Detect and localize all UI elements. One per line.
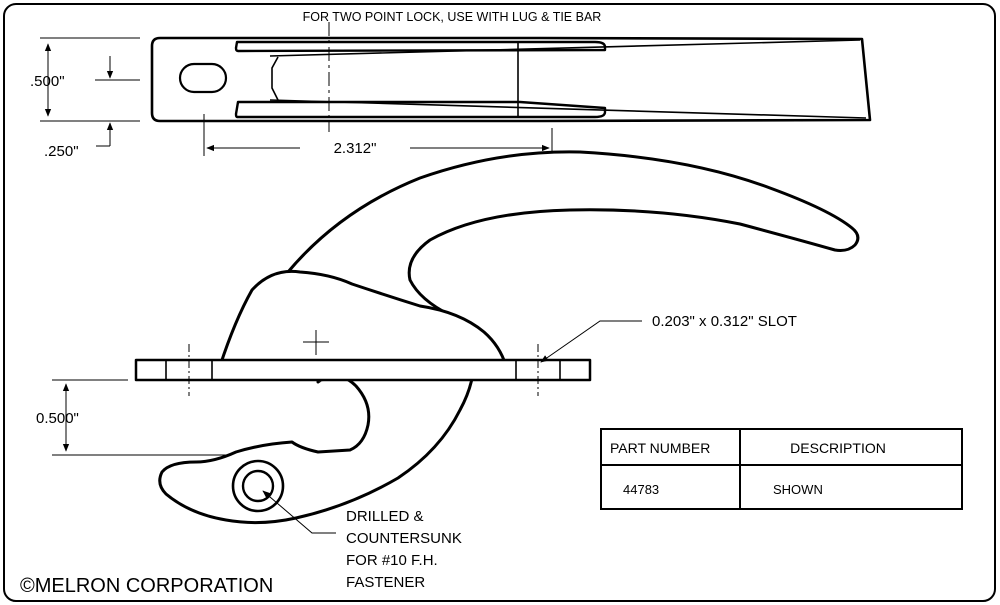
side-view-latch — [134, 150, 860, 525]
top-view-handle — [150, 36, 872, 123]
drilled-callout: DRILLED & COUNTERSUNK FOR #10 F.H. FASTE… — [262, 490, 462, 591]
table-cell-part-number: 44783 — [623, 482, 659, 497]
top-slot — [178, 62, 228, 94]
slot-callout-label: 0.203" x 0.312" SLOT — [652, 313, 797, 330]
drilled-line-1: DRILLED & — [346, 508, 424, 525]
copyright-text: ©MELRON CORPORATION — [20, 575, 273, 597]
offset-0500-label: 0.500" — [36, 410, 79, 427]
length-2312-label: 2.312" — [334, 140, 377, 157]
table-header-part-number: PART NUMBER — [610, 440, 710, 456]
dimension-height-500: .500" — [30, 37, 140, 122]
height-500-label: .500" — [30, 73, 65, 90]
table-cell-description: SHOWN — [773, 482, 823, 497]
drilled-line-2: COUNTERSUNK — [346, 530, 462, 547]
drilled-line-3: FOR #10 F.H. — [346, 552, 438, 569]
height-250-label: .250" — [44, 143, 79, 160]
drawing-border — [3, 3, 996, 602]
dimension-height-250: .250" — [44, 56, 140, 160]
parts-table: PART NUMBER DESCRIPTION 44783 SHOWN — [600, 428, 963, 510]
top-note: FOR TWO POINT LOCK, USE WITH LUG & TIE B… — [303, 10, 602, 24]
slot-callout: 0.203" x 0.312" SLOT — [540, 313, 797, 363]
table-header-description: DESCRIPTION — [790, 440, 886, 456]
drilled-line-4: FASTENER — [346, 574, 425, 591]
dimension-offset-0500: 0.500" — [36, 379, 232, 456]
